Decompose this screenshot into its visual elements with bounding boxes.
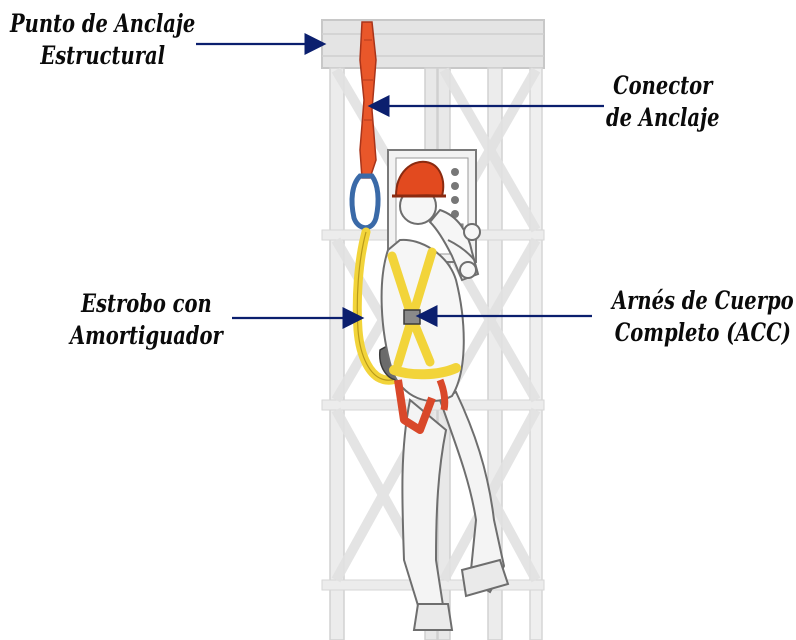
label-anchor-connector-line1: Conector — [606, 70, 720, 102]
anchor-connector-strap — [360, 22, 376, 178]
label-anchor-connector-line2: de Anclaje — [606, 102, 720, 134]
label-anchor-point: Punto de Anclaje Estructural — [10, 8, 195, 72]
label-lanyard: Estrobo con Amortiguador — [70, 288, 223, 352]
label-harness-line1: Arnés de Cuerpo — [612, 285, 794, 317]
carabiner — [352, 176, 378, 228]
label-lanyard-line2: Amortiguador — [70, 320, 223, 352]
label-anchor-point-line2: Estructural — [10, 40, 195, 72]
label-anchor-connector: Conector de Anclaje — [606, 70, 720, 134]
label-harness: Arnés de Cuerpo Completo (ACC) — [612, 285, 794, 349]
anchor-beam — [322, 20, 544, 68]
label-lanyard-line1: Estrobo con — [70, 288, 223, 320]
label-anchor-point-line1: Punto de Anclaje — [10, 8, 195, 40]
label-harness-line2: Completo (ACC) — [612, 317, 794, 349]
